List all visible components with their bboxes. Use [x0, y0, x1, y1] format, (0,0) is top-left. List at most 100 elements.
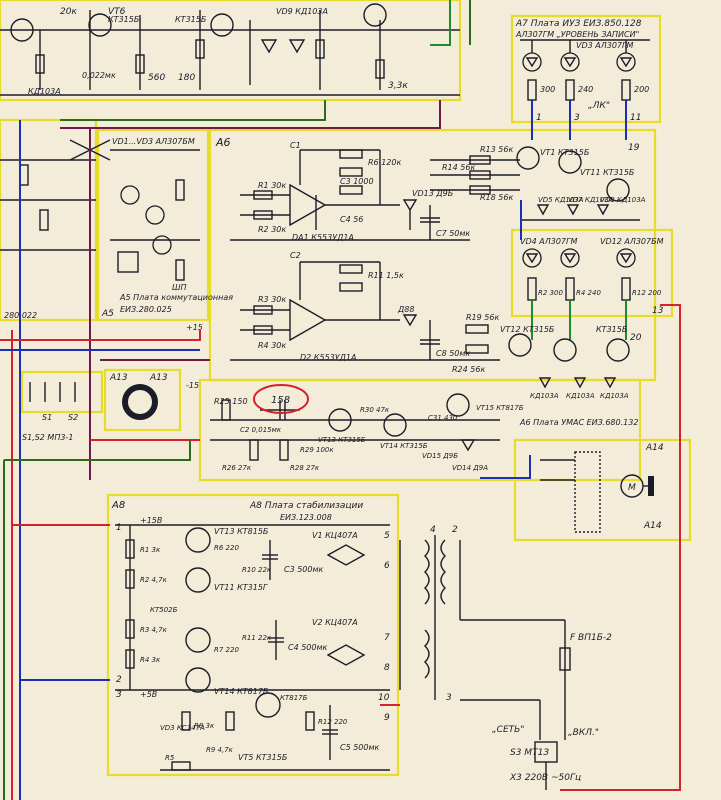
a8-vt14: VT14 КТ817Б: [214, 687, 269, 696]
a6-r18: R18 56к: [480, 193, 513, 202]
top-vt-type2: КТ315Б: [175, 15, 207, 24]
a14-label: A14: [645, 443, 664, 453]
a6-pin-19: 19: [628, 143, 640, 153]
a8-v1: V1 КЦ407А: [312, 531, 358, 540]
a7-pin-3: 3: [574, 113, 580, 123]
a6-r28: R28 27к: [290, 464, 320, 472]
a6-label: A6: [215, 136, 231, 149]
a8-pin-8: 8: [384, 663, 390, 673]
a8-r7: R7 220: [214, 646, 239, 654]
a6-c31: C31 430: [428, 414, 458, 422]
a8-pin-7: 7: [384, 633, 390, 643]
a6-chip1: DA1 К553УД1А: [292, 233, 354, 242]
a6-r24: R24 56к: [452, 365, 485, 374]
a8-r12: R12 220: [318, 718, 348, 726]
a8-pin-9: 9: [384, 713, 390, 723]
a6-d88: Д88: [397, 305, 414, 314]
top-kd-label: КД103А: [28, 87, 61, 96]
a7-r300: 300: [540, 85, 555, 94]
a8-pin-10: 10: [378, 693, 390, 703]
a8-c5: C5 500мк: [340, 743, 380, 752]
a8-vd-kc: VD3 КС147А: [160, 724, 205, 732]
a7-r4: R4 240: [576, 289, 601, 297]
a7-leds: [520, 39, 650, 101]
switches-s1-s2: [29, 382, 76, 402]
a8-kt817: КТ817Б: [280, 694, 308, 702]
a8-c3: C3 500мк: [284, 565, 324, 574]
a7-pin-1: 1: [536, 113, 542, 123]
board-a7-outline: [510, 14, 662, 124]
a6-upper-amp: [230, 149, 470, 241]
a8-title: A8 Плата стабилизации: [249, 501, 363, 511]
left-board-circuit: [0, 139, 111, 251]
switch-s2: S2: [68, 413, 78, 422]
board-a6-bottom-outline: [198, 378, 642, 482]
a7-r200: 200: [634, 85, 649, 94]
a8-r1: R1 3к: [140, 546, 161, 554]
a7-title: A7 Плата ИУЗ ЕИЗ.850.128: [515, 19, 642, 29]
a6-vd8: VD8 КД103А: [600, 196, 646, 204]
a6-r11: R11 1,5к: [368, 271, 404, 280]
mains-set: „СЕТЬ": [492, 725, 524, 735]
a8-r11: R11 22к: [242, 634, 272, 642]
tr-pin-2: 2: [452, 525, 458, 535]
plug-x3: X3 220В ~50Гц: [509, 773, 581, 783]
a6-r29: R29 100к: [300, 446, 334, 454]
a6-chip2: D2 К553УД1А: [300, 353, 356, 362]
top-r-180: 180: [178, 73, 195, 83]
a7-lk-label: „ЛК": [588, 101, 610, 111]
a14-label-bottom: A14: [643, 521, 662, 531]
a6-vt11: VT11 КТ315Б: [580, 168, 635, 177]
a6-vd13: VD13 Д9Б: [412, 189, 454, 198]
a8-pin-1: 1: [116, 523, 122, 533]
mains-vkl: „ВКЛ.": [568, 728, 599, 738]
board-a8-outline: [106, 493, 400, 777]
a13-label: A13: [109, 373, 128, 383]
a7-lower-leds: [522, 248, 636, 301]
wire-green-top: [430, 0, 451, 46]
a6-c7: C7 50мк: [436, 229, 470, 238]
a8-vt5: VT5 КТ315Б: [238, 753, 288, 762]
a8-pin-2: 2: [116, 675, 122, 685]
a8-pin-5: 5: [384, 531, 390, 541]
a8-r2: R2 4,7к: [140, 576, 168, 584]
a8-plus5: +5В: [140, 690, 157, 699]
a6-c4: C4 56: [340, 215, 363, 224]
plus15-label: +15: [186, 323, 203, 332]
a6-kd103a-3: КД103А: [600, 392, 629, 400]
a5-title: A5 Плата коммутационная: [119, 293, 233, 302]
a6-kd103a-2: КД103А: [566, 392, 595, 400]
a6-upper-transistors: [430, 146, 640, 221]
a6-r13: R13 56к: [480, 145, 513, 154]
a6-r4: R4 30к: [258, 341, 286, 350]
a6-c2b: C2 0,015мк: [240, 426, 282, 434]
a6-c2: C2: [290, 251, 301, 260]
a6-vt14b: VT14 КТ315Б: [380, 442, 428, 450]
a13-label-b: A13: [149, 373, 168, 383]
wire-darkgreen-top: [60, 100, 326, 121]
a8-r6: R6 220: [214, 544, 239, 552]
fuse-label: F ВП1Б-2: [570, 633, 612, 643]
a7-subtitle: АЛ307ГМ „УРОВЕНЬ ЗАПИСИ": [515, 30, 639, 39]
a7-r2: R2 300: [538, 289, 563, 297]
a8-pin-6: 6: [384, 561, 390, 571]
a8-c4: C4 500мк: [288, 643, 328, 652]
a8-kt502: КТ502Б: [150, 606, 178, 614]
a5-code: ЕИЗ.280.025: [120, 305, 172, 314]
a5-short: A5: [101, 309, 114, 319]
wire-purple-top: [60, 100, 441, 129]
board-a13-outline: [103, 368, 182, 432]
a6-vt15b: VT15 КТ817Б: [476, 404, 524, 412]
a6-vd7: VD7 КД103А: [568, 196, 614, 204]
a8-code: ЕИЗ.123.008: [280, 513, 332, 522]
a8-r4: R4 3к: [140, 656, 161, 664]
a8-plus15: +15В: [140, 516, 162, 525]
a6-vt12: VT12 КТ315Б: [500, 325, 555, 334]
a6-r26: R26 27к: [222, 464, 252, 472]
a8-label: A8: [111, 500, 125, 511]
marker-158: 158: [271, 395, 290, 406]
a6-bottom-circuit: [210, 393, 500, 461]
a7-pin-13: 13: [652, 306, 664, 316]
top-vt6-label: VT6: [108, 7, 126, 17]
